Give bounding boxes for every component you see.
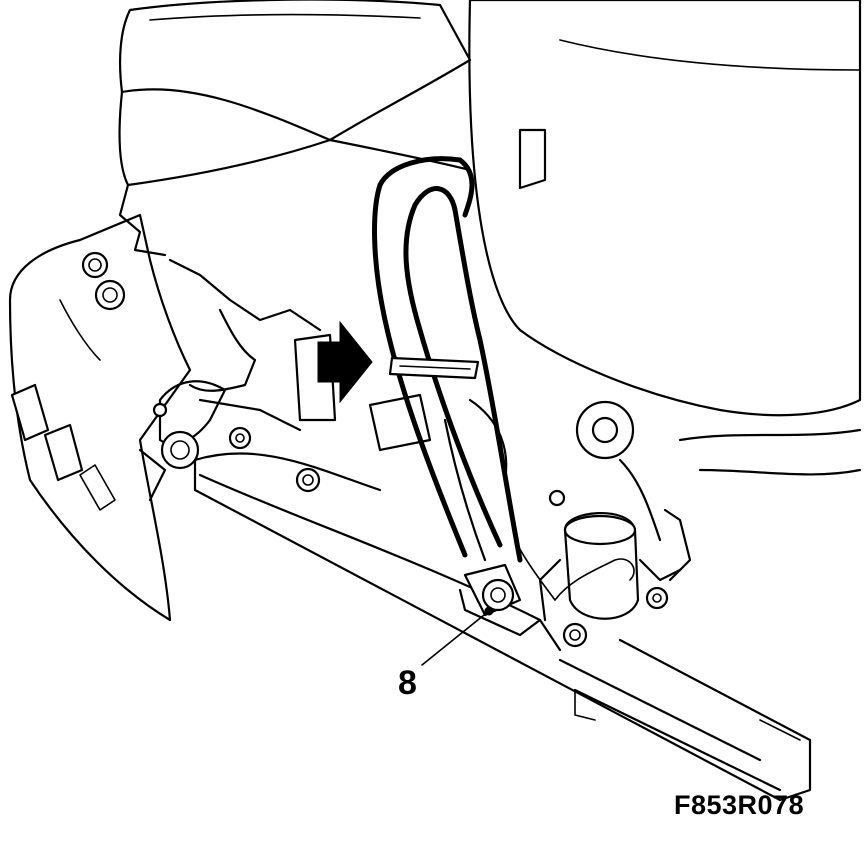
seat-rail xyxy=(193,452,812,802)
seat-motor xyxy=(538,400,692,622)
side-trim-panel xyxy=(8,213,192,622)
center-bracket xyxy=(293,333,542,637)
trim-fasteners xyxy=(81,251,126,311)
seat-backrest xyxy=(118,0,472,257)
direction-arrow-icon xyxy=(317,320,373,404)
rail-nuts xyxy=(228,426,669,648)
figure-code: F853R078 xyxy=(674,790,805,820)
cable-tie xyxy=(388,356,480,380)
anchor-bolt-8 xyxy=(463,563,522,617)
seat-belt-strap xyxy=(372,156,523,563)
callout-leader-8 xyxy=(421,610,490,666)
front-linkage xyxy=(138,258,322,502)
motor-wiring xyxy=(514,539,635,601)
seat-cushion xyxy=(328,0,862,476)
callout-label-8: 8 xyxy=(398,664,417,702)
